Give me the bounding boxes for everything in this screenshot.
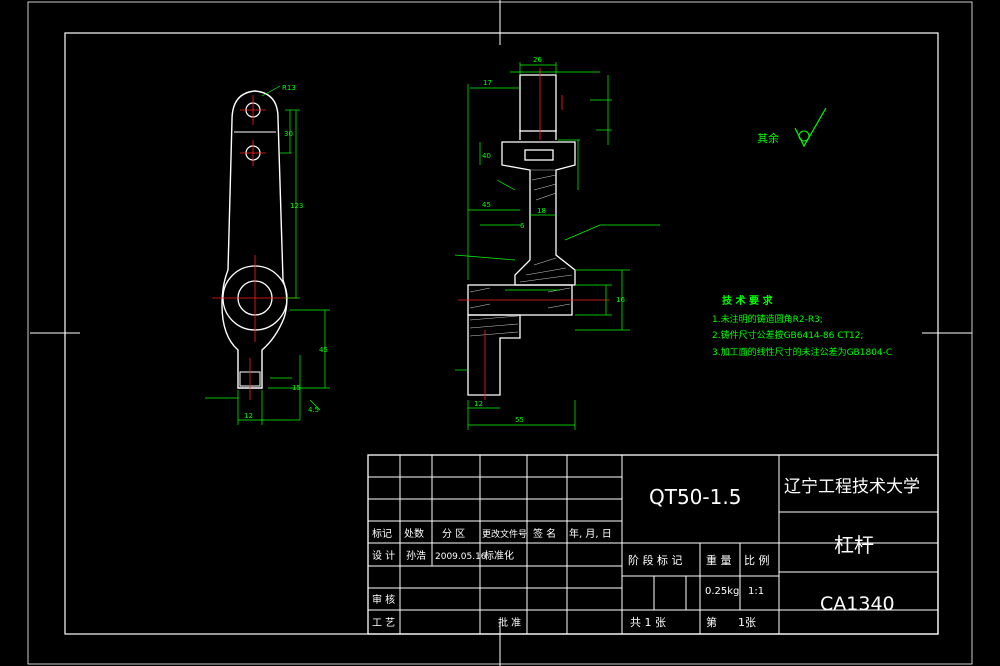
tech-req-item-3: 3.加工面的线性尺寸的未注公差为GB1804-C xyxy=(712,346,892,358)
dim-18: 18 xyxy=(537,207,546,215)
designer-name: 孙浩 xyxy=(406,549,426,562)
section-view: 26 17 40 6 18 45 16 12 55 xyxy=(454,56,660,430)
scale-value: 1:1 xyxy=(748,586,764,597)
header-mark: 标记 xyxy=(372,528,392,540)
header-change-doc: 更改文件号 xyxy=(482,528,527,540)
design-label: 设 计 xyxy=(372,549,395,562)
dim-15: 15 xyxy=(292,384,301,392)
dim-16: 16 xyxy=(616,296,625,304)
roughness-symbol-icon xyxy=(794,107,827,148)
process-label: 工 艺 xyxy=(372,617,395,629)
weight-label: 重 量 xyxy=(706,553,732,567)
dim-26: 26 xyxy=(533,56,542,64)
review-label: 审 核 xyxy=(372,593,395,606)
dim-6: 6 xyxy=(520,222,525,230)
dim-30: 30 xyxy=(284,130,293,138)
header-signature: 签 名 xyxy=(533,527,556,540)
part-name: 杠杆 xyxy=(834,533,874,557)
dim-12: 12 xyxy=(244,412,253,420)
header-date: 年, 月, 日 xyxy=(569,527,612,540)
title-block-text: QT50-1.5 辽宁工程技术大学 杠杆 CA1340 标记 处数 分 区 更改… xyxy=(372,477,920,629)
material: QT50-1.5 xyxy=(649,485,741,509)
header-zone: 分 区 xyxy=(442,528,465,540)
section-dimensions xyxy=(454,62,660,430)
sheet-number: 1张 xyxy=(738,616,756,629)
approve-label: 批 准 xyxy=(498,616,521,629)
tech-req-item-1: 1.未注明的铸造圆角R2-R3; xyxy=(712,313,823,325)
dim-12-section: 12 xyxy=(474,400,483,408)
hatch-regions xyxy=(469,169,573,337)
roughness-note: 其余 xyxy=(757,107,827,148)
tech-req-item-2: 2.铸件尺寸公差按GB6414-86 CT12; xyxy=(712,329,863,341)
dim-45-section: 45 xyxy=(482,201,491,209)
total-sheets: 共 1 张 xyxy=(630,616,666,629)
lever-outline xyxy=(221,90,288,389)
weight-value: 0.25kg xyxy=(705,586,739,597)
drawing-number: CA1340 xyxy=(820,593,895,615)
technical-requirements: 技 术 要 求 1.未注明的铸造圆角R2-R3; 2.铸件尺寸公差按GB6414… xyxy=(712,294,892,358)
standardize-label: 标准化 xyxy=(484,549,514,562)
header-count: 处数 xyxy=(404,527,424,540)
front-dimensions xyxy=(205,85,330,425)
dim-17: 17 xyxy=(483,79,492,87)
dim-4-5: 4.5 xyxy=(308,406,319,414)
school-name: 辽宁工程技术大学 xyxy=(784,477,920,497)
roughness-label: 其余 xyxy=(757,131,779,145)
scale-label: 比 例 xyxy=(744,553,770,567)
dim-45: 45 xyxy=(319,346,328,354)
design-date: 2009.05.16 xyxy=(435,552,487,562)
dim-123: 123 xyxy=(290,202,303,210)
front-view: R13 30 123 45 15 12 4.5 xyxy=(205,84,330,425)
title-block xyxy=(367,454,939,635)
dim-40: 40 xyxy=(482,152,491,160)
sheet-label: 第 xyxy=(706,615,717,629)
tech-req-title: 技 术 要 求 xyxy=(722,294,773,307)
dim-r13: R13 xyxy=(282,84,296,92)
section-outline xyxy=(467,74,576,396)
stage-label: 阶 段 标 记 xyxy=(628,553,683,567)
dim-55: 55 xyxy=(515,416,524,424)
